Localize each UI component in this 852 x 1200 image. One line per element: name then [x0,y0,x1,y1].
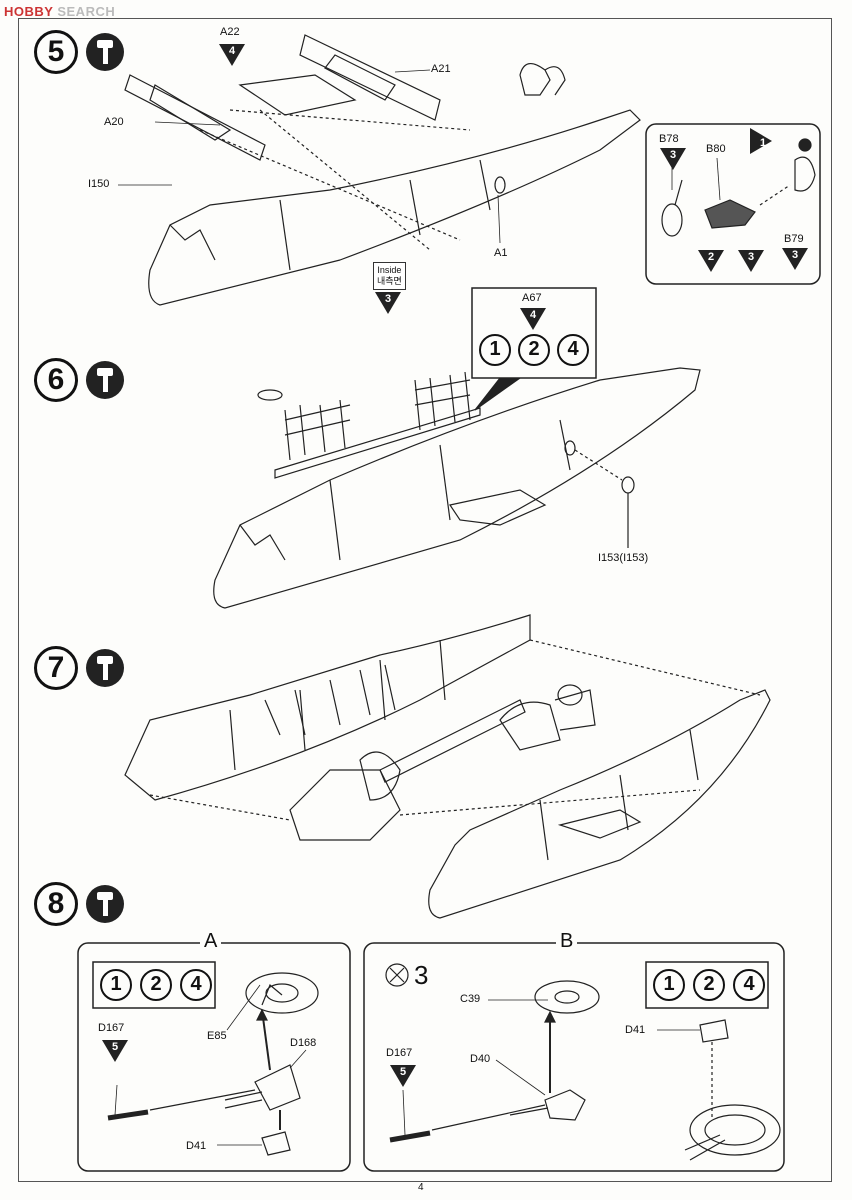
step7-turret [499,701,561,751]
part-d40 [544,1089,586,1121]
box-b-header: B [556,930,578,953]
part-b78-main [519,63,551,96]
page-number: 4 [418,1182,424,1193]
label-a20: A20 [104,116,124,128]
num-3: 3 [747,251,755,263]
step-7-badge: 7 [34,646,78,690]
page-frame [18,18,832,1182]
number-triangle [102,1040,128,1062]
number-triangle [782,248,808,270]
label-b79: B79 [784,233,804,245]
part-i153 [621,476,635,494]
gear-well [689,1104,781,1156]
variant-2: 2 [518,334,550,366]
a22-number: 4 [228,45,236,57]
glue-icon [86,649,124,687]
arrow-number: 1 [759,137,767,149]
number-triangle [219,44,245,66]
label-b80: B80 [706,143,726,155]
cross-number: 3 [414,960,429,990]
step5-fuselage [148,109,641,306]
detail-b80 [704,199,756,229]
part-d41-a [261,1131,291,1156]
detail-b79 [794,156,816,192]
detail-b78 [661,203,683,237]
label-i150: I150 [88,178,110,190]
label-d41-a: D41 [186,1140,207,1152]
step6-fuselage [213,367,701,609]
variant-4: 4 [733,969,765,1001]
label-e85: E85 [207,1030,227,1042]
d167-number: 5 [111,1041,119,1053]
variant-2: 2 [140,969,172,1001]
number-triangle [390,1065,416,1087]
label-d167-a: D167 [98,1022,125,1034]
label-d167-b: D167 [386,1047,413,1059]
part-a20 [124,74,266,161]
bomb [257,389,283,401]
label-i153: I153(I153) [598,552,649,564]
number-triangle [375,292,401,314]
step6-pylon [449,489,547,526]
a67-number: 4 [529,309,537,321]
part-d167-b [389,1130,431,1143]
step7-right-fuselage [428,689,771,919]
variant-1: 1 [653,969,685,1001]
number-triangle [520,308,546,330]
watermark-logo: HOBBY [4,4,54,19]
label-d168: D168 [290,1037,317,1049]
num-2: 2 [707,251,715,263]
step-8-badge: 8 [34,882,78,926]
number-triangle [660,148,686,170]
d167-b-number: 5 [399,1066,407,1078]
watermark: HOBBY SEARCH [4,4,115,19]
variant-2: 2 [693,969,725,1001]
step7-left-fuselage [124,614,531,801]
box-a-header: A [200,930,222,953]
part-d167-a [107,1109,149,1121]
label-a67: A67 [522,292,542,304]
part-d41-b [699,1019,729,1043]
label-a21: A21 [431,63,451,75]
part-e85 [245,972,319,1014]
variant-1: 1 [479,334,511,366]
label-a1: A1 [494,247,508,259]
glue-icon [86,33,124,71]
number-triangle [738,250,764,272]
number-triangle [698,250,724,272]
step-6-badge: 6 [34,358,78,402]
glue-icon [86,361,124,399]
part-d168 [254,1064,301,1111]
step7-spar [379,699,526,783]
bomb-rack-rail [274,407,481,479]
label-d40: D40 [470,1053,491,1065]
inside-text: Inside [377,265,402,275]
b78-number: 3 [669,149,677,161]
label-d41-b: D41 [625,1024,646,1036]
glue-icon [86,885,124,923]
label-b78: B78 [659,133,679,145]
variant-4: 4 [557,334,589,366]
part-c39 [534,980,600,1014]
variant-4: 4 [180,969,212,1001]
variant-1: 1 [100,969,132,1001]
label-c39: C39 [460,993,481,1005]
step-5-badge: 5 [34,30,78,74]
watermark-text: SEARCH [57,4,116,19]
b79-number: 3 [791,249,799,261]
inside-number: 3 [384,293,392,305]
step7-cockpit [289,769,401,841]
part-a21 [299,34,441,121]
inside-korean: 내측면 [377,276,402,286]
label-a22: A22 [220,26,240,38]
part-a22 [238,74,357,116]
